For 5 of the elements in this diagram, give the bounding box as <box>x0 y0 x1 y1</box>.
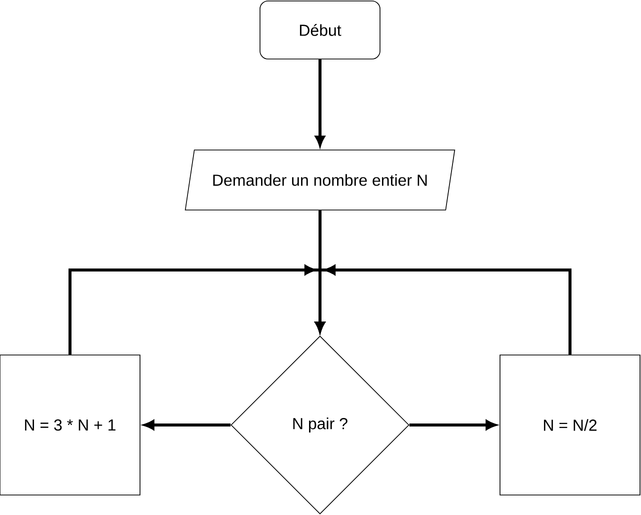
process-box: N = 3 * N + 1 <box>0 354 140 496</box>
start-box: Début <box>260 0 380 60</box>
process-box: N = N/2 <box>500 354 640 496</box>
arrow <box>315 265 572 355</box>
input-parallelogram: Demander un nombre entier N <box>184 150 456 210</box>
